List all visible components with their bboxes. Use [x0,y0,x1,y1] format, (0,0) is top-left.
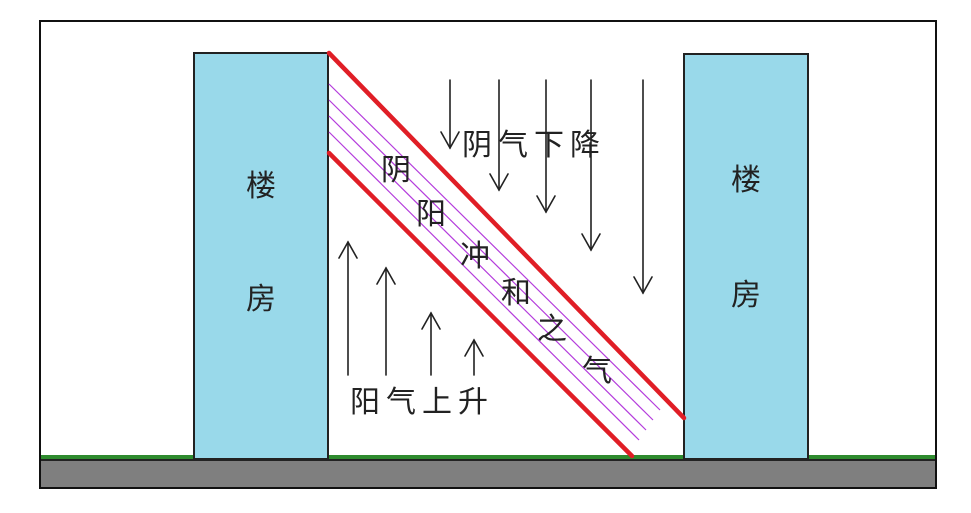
harmony-char: 阳 [416,197,446,232]
yang-up-arrows [338,240,484,376]
building-left [193,52,329,460]
up-arrow [421,311,441,376]
harmony-char: 阴 [381,153,411,188]
building-left-label-2: 房 [246,282,276,317]
down-arrow [536,79,556,214]
harmony-char: 冲 [460,239,490,274]
harmony-char: 气 [582,354,612,389]
yang-rises-label: 阳气上升 [350,385,494,420]
down-arrow [489,79,509,192]
building-left-label-1: 楼 [246,169,276,204]
up-arrow [338,240,358,376]
down-arrow [633,79,653,295]
down-arrow [440,79,460,150]
harmony-char: 之 [537,312,567,347]
harmony-char: 和 [501,276,531,311]
up-arrow [376,266,396,376]
ground-strip [41,458,935,487]
harmony-qi-label: 阴 阳 冲 和 之 气 [381,153,612,389]
building-right-label-1: 楼 [731,163,761,198]
building-right [683,53,809,460]
building-right-label-2: 房 [731,278,761,313]
harmony-band-upper-border [326,50,687,421]
yin-descends-label: 阴气下降 [462,128,606,163]
up-arrow [464,338,484,376]
harmony-band-lower-border [326,150,635,459]
down-arrow [581,79,601,252]
yin-down-arrows [440,79,653,295]
harmony-band-hatching [328,83,661,441]
